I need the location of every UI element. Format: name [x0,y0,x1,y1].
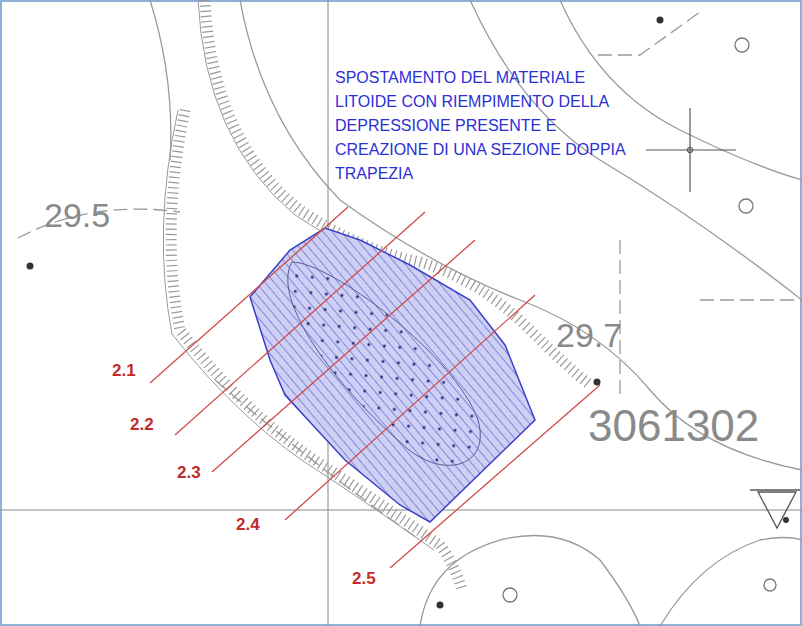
section-number: 2.5 [352,570,376,587]
elevation-label: 29.7 [556,318,622,352]
parcel-number: 3061302 [588,404,759,448]
section-number: 2.4 [236,516,260,533]
section-number: 2.2 [130,416,154,433]
elevation-label: 29.5 [44,198,110,232]
section-number: 2.1 [112,362,136,379]
section-number: 2.3 [177,464,201,481]
map-note: SPOSTAMENTO DEL MATERIALE LITOIDE CON RI… [335,66,635,186]
